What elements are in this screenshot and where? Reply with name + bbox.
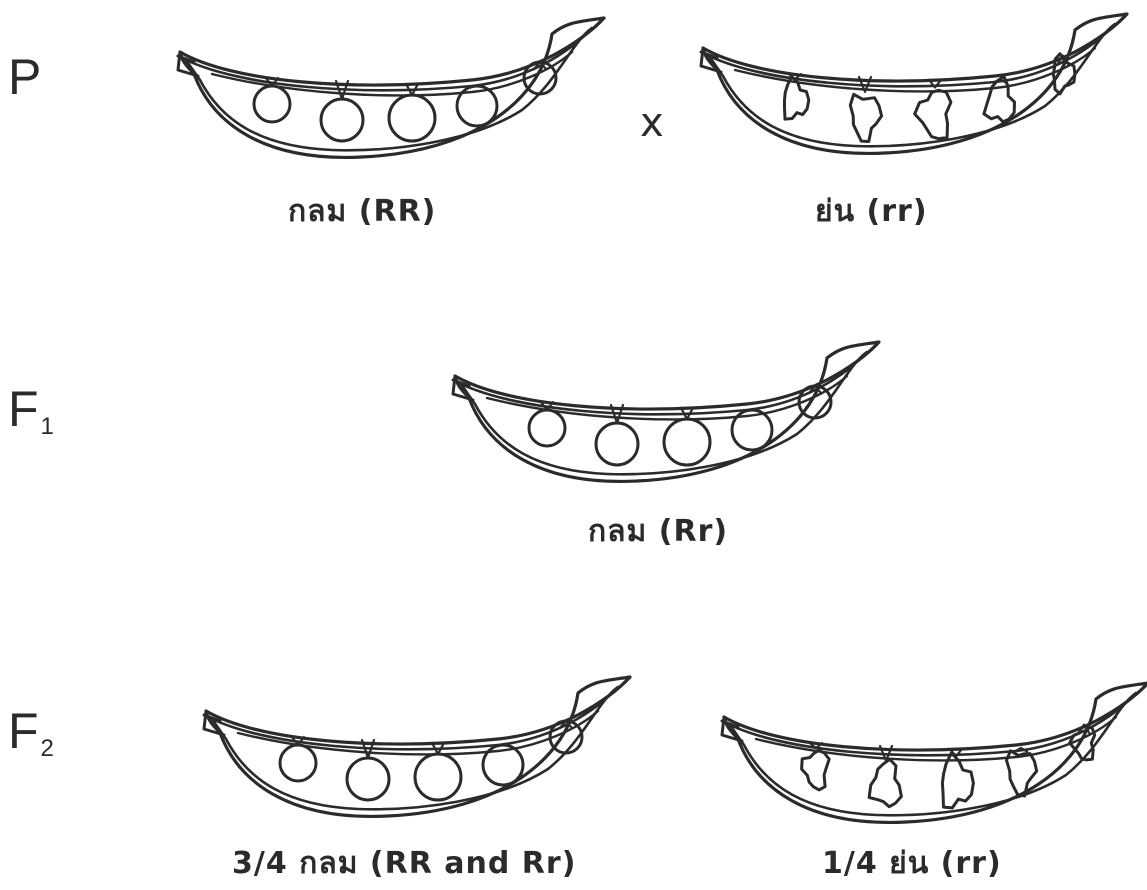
pea-pod-drawing bbox=[172, 12, 612, 172]
pod-seam bbox=[756, 717, 1116, 760]
pod-seam bbox=[487, 376, 847, 419]
pod-outline-outer bbox=[206, 677, 630, 816]
generation-label-f1: F1 bbox=[8, 384, 54, 434]
wrinkled-seed bbox=[1053, 54, 1075, 94]
pod-outline-outer bbox=[455, 342, 879, 481]
generation-f2-subscript: 2 bbox=[41, 735, 54, 762]
round-seed bbox=[280, 745, 316, 781]
generation-p-text: P bbox=[8, 49, 41, 105]
generation-f2-text: F bbox=[8, 703, 39, 759]
wrinkled-seed bbox=[915, 90, 951, 138]
pod-outline-inner bbox=[730, 693, 1136, 815]
generation-label-p: P bbox=[8, 52, 41, 102]
caption-p-right: ย่น (rr) bbox=[815, 188, 928, 235]
round-seed bbox=[529, 410, 565, 446]
pea-pod-f2-right bbox=[716, 677, 1147, 837]
pea-pod-f1 bbox=[447, 336, 887, 496]
generation-f1-subscript: 1 bbox=[41, 413, 54, 440]
pea-pod-drawing bbox=[447, 336, 887, 496]
wrinkled-seed bbox=[850, 94, 881, 141]
caption-f2-right: 1/4 ย่น (rr) bbox=[822, 840, 1002, 887]
pea-pod-drawing bbox=[695, 8, 1135, 168]
round-seed bbox=[596, 423, 638, 465]
wrinkled-seed bbox=[802, 750, 830, 790]
pod-outline-outer bbox=[180, 18, 604, 157]
pod-seam bbox=[212, 52, 572, 95]
caption-f1: กลม (Rr) bbox=[588, 508, 728, 555]
pea-pod-drawing bbox=[198, 671, 638, 831]
round-seed bbox=[415, 754, 461, 800]
wrinkled-seed bbox=[869, 759, 901, 806]
round-seed bbox=[347, 758, 389, 800]
caption-f2-left: 3/4 กลม (RR and Rr) bbox=[232, 840, 576, 887]
pea-pod-drawing bbox=[716, 677, 1147, 837]
generation-label-f2: F2 bbox=[8, 706, 54, 756]
round-seed bbox=[389, 95, 435, 141]
pod-outline-inner bbox=[212, 687, 618, 809]
pod-seam bbox=[238, 711, 598, 754]
generation-f1-text: F bbox=[8, 381, 39, 437]
round-seed bbox=[254, 86, 290, 122]
pea-pod-f2-left bbox=[198, 671, 638, 831]
pod-outline-outer bbox=[724, 683, 1147, 822]
pea-pod-p-right bbox=[695, 8, 1135, 168]
round-seed bbox=[321, 99, 363, 141]
pea-pod-p-left bbox=[172, 12, 612, 172]
pod-outline-inner bbox=[186, 28, 592, 150]
round-seed bbox=[664, 419, 710, 465]
caption-p-left: กลม (RR) bbox=[288, 188, 436, 235]
cross-symbol: x bbox=[640, 100, 664, 146]
pod-outline-inner bbox=[461, 352, 867, 474]
pod-outline-outer bbox=[703, 14, 1127, 153]
